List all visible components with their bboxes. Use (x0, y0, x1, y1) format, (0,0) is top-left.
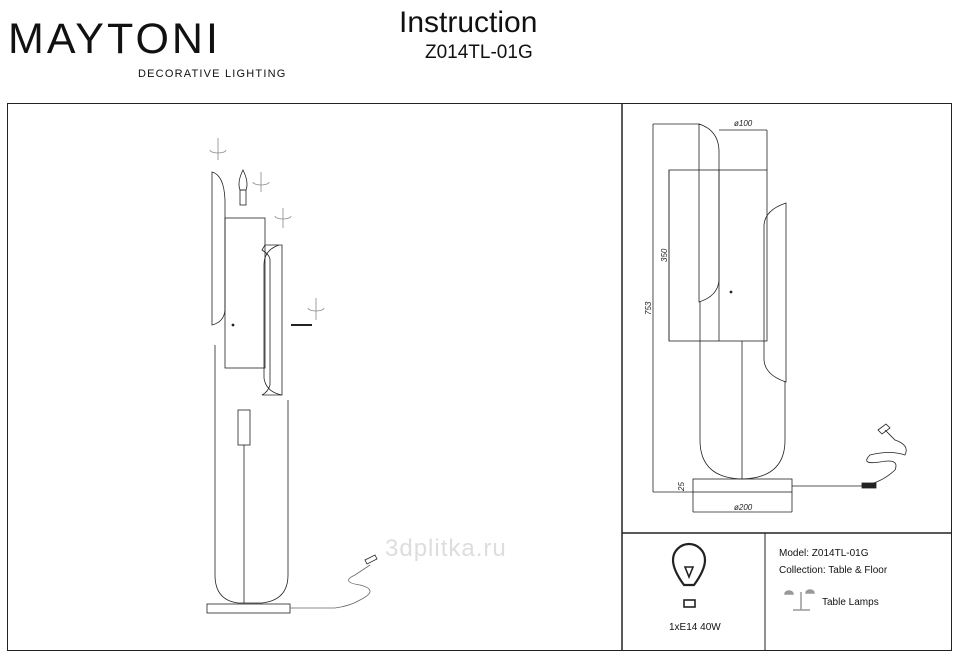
assembly-drawing (206, 138, 378, 614)
watermark: 3dplitka.ru (385, 535, 507, 562)
dim-base-height: 25 (677, 482, 686, 492)
document-model: Z014TL-01G (425, 42, 533, 63)
category-info: Table Lamps (822, 597, 879, 608)
dim-base-diameter: ø200 (734, 503, 753, 512)
dim-total-height: 753 (644, 301, 653, 315)
bulb-icon (671, 542, 707, 608)
dim-shade-height: 350 (660, 248, 669, 262)
brand-logo: MAYTONI (8, 15, 221, 63)
brand-tagline: DECORATIVE LIGHTING (138, 68, 287, 80)
dimension-drawing (652, 123, 907, 513)
table-lamp-icon (784, 589, 815, 611)
model-info: Model: Z014TL-01G (779, 548, 869, 559)
drawing-frame (7, 103, 952, 651)
dim-shade-diameter: ø100 (734, 119, 753, 128)
document-title: Instruction (399, 6, 538, 39)
bulb-spec: 1xE14 40W (669, 622, 721, 633)
collection-info: Collection: Table & Floor (779, 565, 888, 576)
